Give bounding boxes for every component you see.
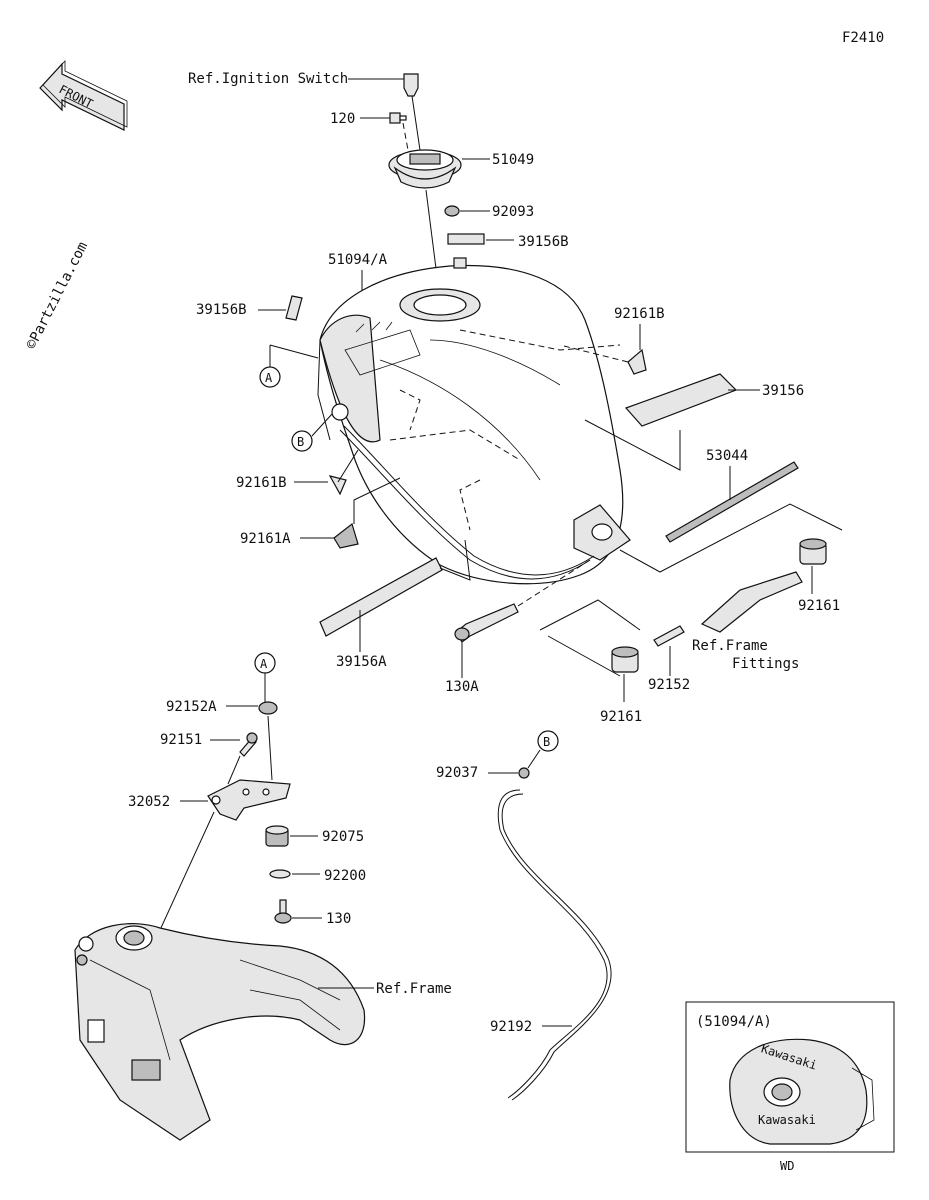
pad-92161A [333, 522, 359, 549]
screw-120-icon [389, 112, 407, 124]
part-label-92161-right: 92161 [798, 598, 840, 614]
callout-a-bracket-label: A [260, 657, 268, 671]
part-label-92161B-left: 92161B [236, 475, 287, 491]
bolt-130-icon [274, 899, 292, 924]
strip-53044 [665, 461, 799, 543]
ref-frame-label: Ref.Frame [376, 981, 452, 997]
ref-ignition-switch-label: Ref.Ignition Switch [188, 71, 348, 87]
ref-frame-fittings-line2: Fittings [732, 656, 799, 672]
part-label-51049: 51049 [492, 152, 534, 168]
part-label-92093: 92093 [492, 204, 534, 220]
grommet-92161-right [799, 538, 827, 565]
part-label-39156B-top: 39156B [518, 234, 569, 250]
clamp-92037-icon [518, 767, 530, 779]
callout-a-tank-label: A [265, 371, 273, 385]
part-label-92152-right: 92152 [648, 677, 690, 693]
part-label-32052: 32052 [128, 794, 170, 810]
washer-92200-icon [269, 869, 291, 879]
part-label-39156A: 39156A [336, 654, 387, 670]
inset-brand-bottom: Kawasaki [758, 1113, 816, 1127]
callout-b-hose-label: B [543, 735, 550, 749]
figure-code: F2410 [842, 30, 884, 46]
watermark-text: ©Partzilla.com [23, 239, 91, 351]
part-label-92037: 92037 [436, 765, 478, 781]
bolt-92151-icon [239, 732, 258, 757]
callout-b-hose [537, 730, 559, 752]
inset-caption: WD [780, 1159, 794, 1173]
inset-title: (51094/A) [696, 1014, 772, 1030]
part-label-92075: 92075 [322, 829, 364, 845]
pad-39156B-top [447, 233, 485, 245]
part-label-130A: 130A [445, 679, 479, 695]
ignition-plug-icon [403, 73, 419, 97]
washer-92093-icon [444, 205, 460, 217]
ref-frame-fittings-line1: Ref.Frame [692, 638, 768, 654]
part-label-130: 130 [326, 911, 351, 927]
inset-51094A: (51094/A) Kawasaki Kawasaki WD [685, 1001, 895, 1173]
part-label-92192: 92192 [490, 1019, 532, 1035]
part-label-92151: 92151 [160, 732, 202, 748]
part-label-92161A: 92161A [240, 531, 291, 547]
callout-b-tank [291, 430, 313, 452]
part-label-39156B-left: 39156B [196, 302, 247, 318]
bracket-32052 [207, 779, 291, 821]
hose-92192 [497, 789, 608, 1099]
pad-39156B-left [285, 295, 303, 321]
fuel-cap-51049 [388, 149, 462, 189]
collar-92152 [653, 625, 685, 647]
frame-fitting-ref [700, 571, 803, 633]
grommet-92161-bottom [611, 646, 639, 673]
frame-ref-drawing [74, 923, 366, 1141]
part-label-120: 120 [330, 111, 355, 127]
grommet-92075 [265, 825, 289, 847]
part-label-92200: 92200 [324, 868, 366, 884]
bolt-130A [454, 603, 519, 643]
pad-92161B-right [627, 348, 647, 375]
callout-b-tank-label: B [297, 435, 304, 449]
part-label-39156: 39156 [762, 383, 804, 399]
part-label-92161-bottom: 92161 [600, 709, 642, 725]
collar-92152A-icon [258, 701, 278, 715]
front-arrow-icon: FRONT [39, 59, 128, 131]
pad-92161B-left [328, 475, 347, 496]
part-label-53044: 53044 [706, 448, 748, 464]
pad-39156A [319, 557, 443, 637]
part-label-92161B-right: 92161B [614, 306, 665, 322]
pad-39156 [624, 373, 738, 427]
fuel-tank-51094A [317, 257, 631, 585]
part-label-92152A: 92152A [166, 699, 217, 715]
part-label-51094A: 51094/A [328, 252, 388, 268]
